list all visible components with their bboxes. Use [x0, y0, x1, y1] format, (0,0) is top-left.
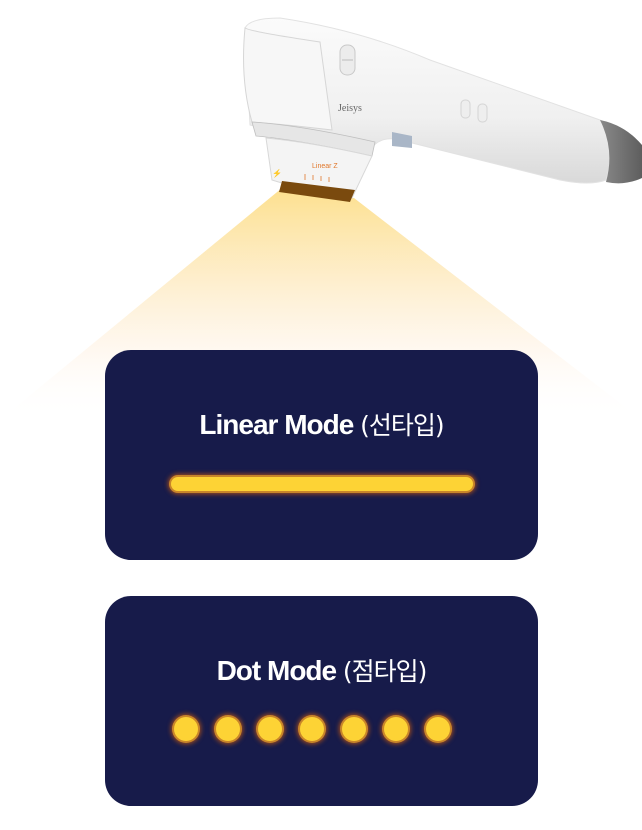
dot-light: [384, 717, 408, 741]
mode-name: Dot Mode: [216, 655, 338, 686]
dot-mode-card: Dot Mode (점타입): [105, 596, 538, 806]
tip-label: Linear Z: [312, 163, 338, 170]
svg-text:⚡: ⚡: [272, 168, 282, 178]
dot-light: [300, 717, 324, 741]
mode-korean: (선타입): [360, 411, 445, 440]
brand-label: Jeisys: [338, 103, 362, 114]
linear-mode-title: Linear Mode (선타입): [105, 406, 538, 442]
dot-light: [258, 717, 282, 741]
dot-light-row: [174, 717, 450, 743]
linear-light-bar: [171, 477, 473, 491]
dot-light: [342, 717, 366, 741]
dot-light: [174, 717, 198, 741]
mode-korean: (점타입): [342, 657, 428, 686]
handpiece-device: Linear Z ⚡ Jeisys: [243, 17, 642, 202]
dot-mode-title: Dot Mode (점타입): [105, 652, 538, 688]
mode-name: Linear Mode: [199, 409, 354, 440]
dot-light: [216, 717, 240, 741]
dot-light: [426, 717, 450, 741]
linear-mode-card: Linear Mode (선타입): [105, 350, 538, 560]
